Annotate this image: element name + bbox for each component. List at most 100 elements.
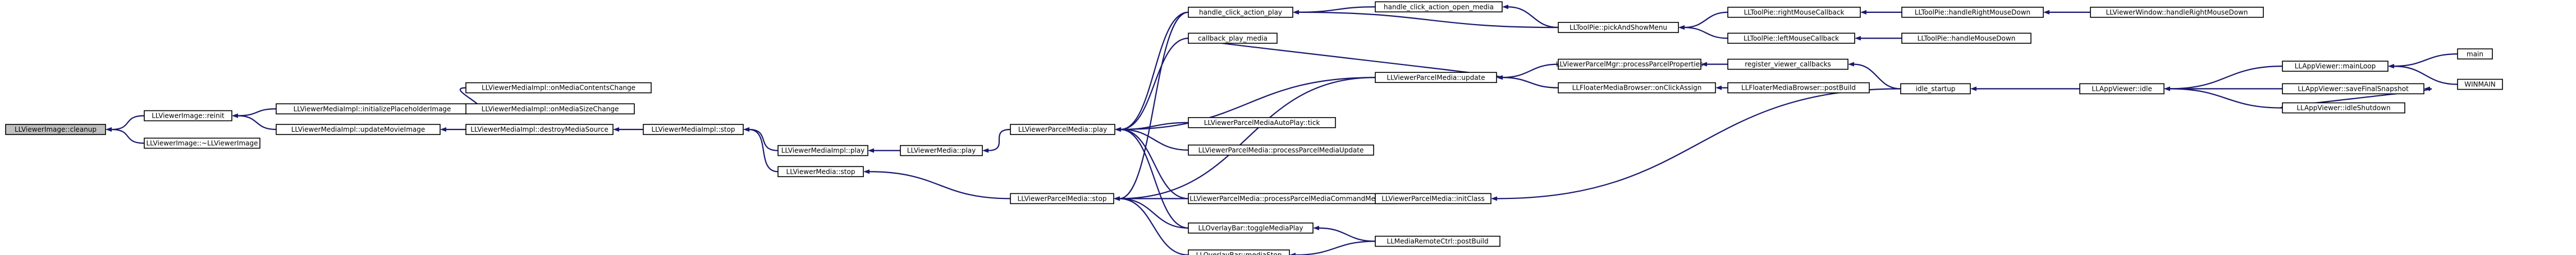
node-implPlay[interactable]: LLViewerMediaImpl::play <box>777 145 868 156</box>
edge-arrowhead <box>232 113 238 118</box>
node-winRightDown[interactable]: LLViewerWindow::handleRightMouseDown <box>2090 7 2264 18</box>
node-label: LLViewerMedia::stop <box>786 168 855 175</box>
edge-arrowhead <box>1114 196 1120 201</box>
edge-arrowhead <box>613 127 619 132</box>
node-box <box>465 124 614 135</box>
node-box <box>2282 61 2389 72</box>
node-box <box>2282 83 2424 95</box>
node-mediaPlay[interactable]: LLViewerMedia::play <box>900 145 983 156</box>
edge-reinit-to-cleanup <box>111 115 145 131</box>
node-toggleMediaPlay[interactable]: LLOverlayBar::toggleMediaPlay <box>1188 222 1314 234</box>
edge-handleClickOpen-to-handleClick <box>1298 6 1376 13</box>
node-updateMovie[interactable]: LLViewerMediaImpl::updateMovieImage <box>276 124 441 135</box>
node-box <box>1188 144 1374 156</box>
node-label: LLViewerParcelMedia::stop <box>1018 194 1107 202</box>
node-remotePostBuild[interactable]: LLMediaRemoteCtrl::postBuild <box>1375 235 1500 247</box>
node-destroySource[interactable]: LLViewerMediaImpl::destroyMediaSource <box>465 124 614 135</box>
node-box <box>5 124 106 135</box>
node-label: LLToolPie::handleRightMouseDown <box>1915 8 2030 16</box>
node-autoPlayTick[interactable]: LLViewerParcelMediaAutoPlay::tick <box>1188 117 1336 128</box>
node-handleClickOpen[interactable]: handle_click_action_open_media <box>1375 1 1503 13</box>
node-winmain[interactable]: WINMAIN <box>2457 78 2503 90</box>
node-initPlaceholder[interactable]: LLViewerMediaImpl::initializePlaceholder… <box>276 103 469 115</box>
node-onSizeChange[interactable]: LLViewerMediaImpl::onMediaSizeChange <box>465 103 635 115</box>
edge-mainLoop-to-appIdle <box>2169 66 2283 90</box>
edge-handleClick-to-parcelStop <box>1119 11 1189 200</box>
node-box <box>144 110 232 122</box>
node-rightMouseCb[interactable]: LLToolPie::rightMouseCallback <box>1727 7 1861 18</box>
edge-idleShutdown-to-appIdle <box>2169 88 2283 109</box>
edge-parcelUpdate-to-parcelStop <box>1119 77 1376 200</box>
node-label: register_viewer_callbacks <box>1745 61 1831 68</box>
edge-parcelStop-to-mediaStop <box>868 171 1011 200</box>
node-cleanup[interactable]: LLViewerImage::cleanup <box>5 124 106 135</box>
node-label: LLToolPie::rightMouseCallback <box>1744 8 1845 16</box>
node-main[interactable]: main <box>2457 48 2493 60</box>
node-mediaStop[interactable]: LLViewerMedia::stop <box>777 166 864 178</box>
node-mainLoop[interactable]: LLAppViewer::mainLoop <box>2282 61 2389 72</box>
node-parcelPlay[interactable]: LLViewerParcelMedia::play <box>1010 124 1115 135</box>
edge-processUpdate-to-parcelPlay <box>1120 128 1189 151</box>
node-handleMouseDown[interactable]: LLToolPie::handleMouseDown <box>1901 33 2031 44</box>
edge-arrowhead <box>1502 4 1508 10</box>
edge-remotePostBuild-to-toggleMediaPlay <box>1318 227 1376 242</box>
node-label: LLOverlayBar::toggleMediaPlay <box>1198 224 1303 232</box>
node-registerCb[interactable]: register_viewer_callbacks <box>1727 58 1849 70</box>
edge-arrowhead <box>743 127 749 132</box>
node-parcelInit[interactable]: LLViewerParcelMedia::initClass <box>1375 193 1491 205</box>
edge-arrowhead <box>2164 86 2170 91</box>
node-box <box>465 103 635 115</box>
node-saveSnapshot[interactable]: LLAppViewer::saveFinalSnapshot <box>2282 83 2424 95</box>
node-box <box>1375 1 1503 13</box>
node-processUpdate[interactable]: LLViewerParcelMedia::processParcelMediaU… <box>1188 144 1374 156</box>
node-label: idle_startup <box>1916 85 1956 92</box>
node-processCmd[interactable]: LLViewerParcelMedia::processParcelMediaC… <box>1188 193 1397 205</box>
node-processProps[interactable]: LLViewerParcelMgr::processParcelProperti… <box>1556 58 1703 70</box>
node-appIdle[interactable]: LLAppViewer::idle <box>2079 83 2165 95</box>
edge-arrowhead <box>1491 196 1497 201</box>
node-box <box>1188 33 1278 44</box>
node-parcelStop[interactable]: LLViewerParcelMedia::stop <box>1010 193 1114 205</box>
node-callbackPlay[interactable]: callback_play_media <box>1188 33 1278 44</box>
edge-callbackPlay-to-parcelUpdate <box>1187 38 1504 78</box>
node-handleRightDown[interactable]: LLToolPie::handleRightMouseDown <box>1901 7 2044 18</box>
node-parcelUpdate[interactable]: LLViewerParcelMedia::update <box>1375 72 1497 84</box>
edge-remotePostBuild-to-overlayMediaStop <box>1294 240 1376 255</box>
edge-processProps-to-parcelUpdate <box>1502 63 1559 78</box>
node-label: LLViewerImage::~LLViewerImage <box>147 140 258 147</box>
node-overlayMediaStop[interactable]: LLOverlayBar::mediaStop <box>1188 249 1290 255</box>
node-idleStartup[interactable]: idle_startup <box>1900 83 1971 95</box>
node-box <box>900 145 983 156</box>
node-label: LLMediaRemoteCtrl::postBuild <box>1387 238 1488 245</box>
edge-toggleMediaPlay-to-parcelStop <box>1119 198 1189 229</box>
node-label: LLViewerMedia::play <box>907 147 976 155</box>
node-leftMouseCb[interactable]: LLToolPie::leftMouseCallback <box>1727 33 1855 44</box>
node-floaterClick[interactable]: LLFloaterMediaBrowser::onClickAssign <box>1558 82 1716 94</box>
node-box <box>1010 193 1114 205</box>
edge-callbackPlay-to-parcelPlay <box>1120 38 1189 131</box>
node-reinit[interactable]: LLViewerImage::reinit <box>144 110 232 122</box>
node-box <box>2079 83 2165 95</box>
edge-arrowhead <box>982 148 989 153</box>
node-idleShutdown[interactable]: LLAppViewer::idleShutdown <box>2282 102 2405 114</box>
node-label: handle_click_action_open_media <box>1384 3 1494 11</box>
node-box <box>777 166 864 178</box>
node-floaterPostBuild[interactable]: LLFloaterMediaBrowser::postBuild <box>1727 82 1870 94</box>
node-pickAndShow[interactable]: LLToolPie::pickAndShowMenu <box>1558 22 1679 33</box>
node-implStop[interactable]: LLViewerMediaImpl::stop <box>643 124 744 135</box>
node-box <box>1010 124 1115 135</box>
node-label: LLViewerMediaImpl::onMediaContentsChange <box>482 84 635 92</box>
edge-toggleMediaPlay-to-parcelPlay <box>1120 128 1189 229</box>
node-box <box>465 82 652 94</box>
node-onContentsChange[interactable]: LLViewerMediaImpl::onMediaContentsChange <box>465 82 652 94</box>
node-label: LLViewerMediaImpl::destroyMediaSource <box>470 126 608 133</box>
edge-arrowhead <box>106 127 112 132</box>
node-box <box>1558 82 1716 94</box>
node-handleClick[interactable]: handle_click_action_play <box>1188 7 1293 18</box>
node-label: LLViewerMediaImpl::onMediaSizeChange <box>482 105 619 113</box>
edge-arrowhead <box>440 127 446 132</box>
node-dtor[interactable]: LLViewerImage::~LLViewerImage <box>144 137 260 149</box>
edge-overlayMediaStop-to-parcelStop <box>1119 198 1189 255</box>
node-box <box>1727 58 1849 70</box>
